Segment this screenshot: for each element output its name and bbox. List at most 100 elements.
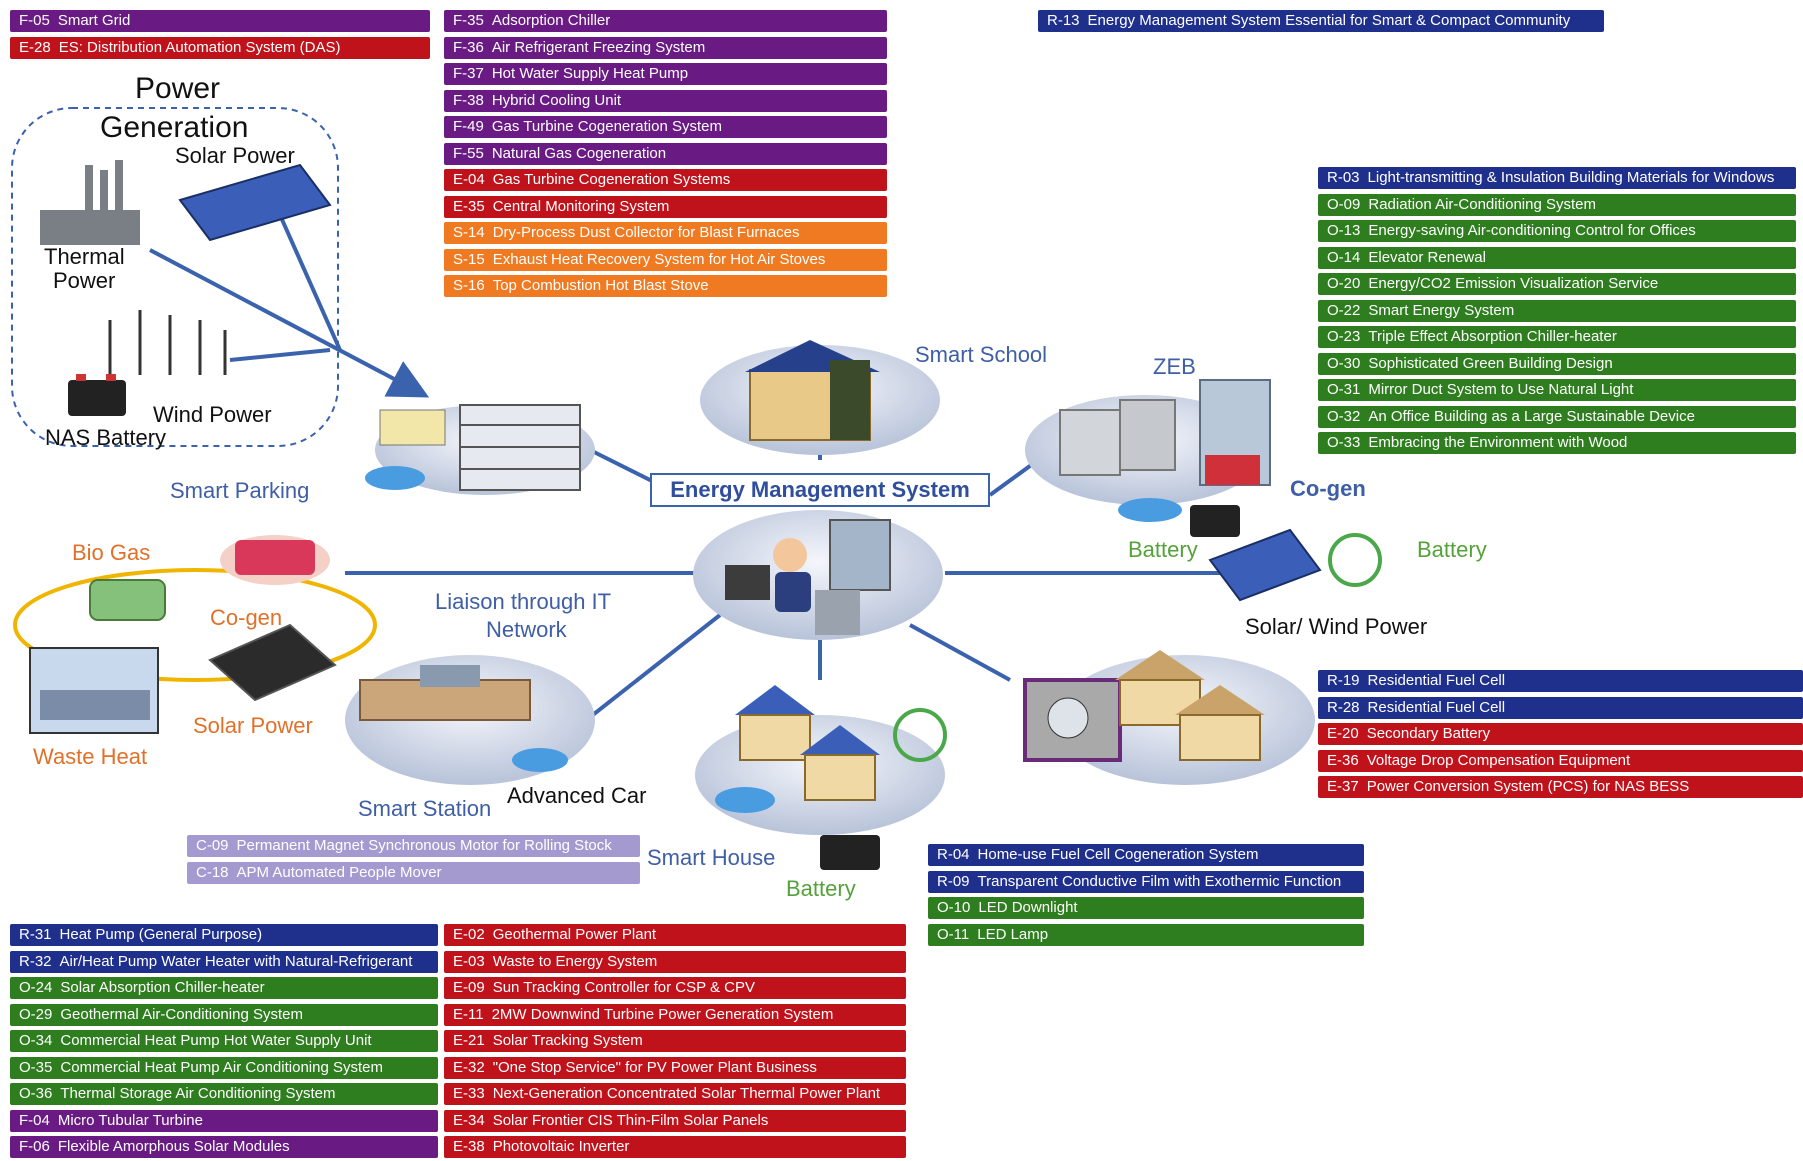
tag-code: O-14 <box>1327 248 1361 266</box>
tag-text: Triple Effect Absorption Chiller-heater <box>1368 328 1617 345</box>
tag-text: ES: Distribution Automation System (DAS) <box>58 38 341 56</box>
nas-battery-label: NAS Battery <box>45 425 167 450</box>
tag-text: Power Conversion System (PCS) for NAS BE… <box>1366 778 1690 795</box>
tag-text: APM Automated People Mover <box>236 864 442 881</box>
arrow-wind <box>229 348 331 362</box>
connector-station <box>578 613 722 727</box>
wind-turbine-icon <box>108 310 227 375</box>
tag-r-04: R-04 Home-use Fuel Cell Cogeneration Syst… <box>928 844 1364 866</box>
residential-icon <box>1023 650 1265 762</box>
parking-garage-icon <box>365 404 581 491</box>
tag-code: O-11 <box>937 925 970 943</box>
tag-code: R-31 <box>19 926 52 943</box>
ems-label-box: Energy Management System <box>650 473 990 507</box>
tag-code: E-36 <box>1327 751 1359 769</box>
tag-code: F-06 <box>19 1138 50 1155</box>
tag-text: Solar Frontier CIS Thin-Film Solar Panel… <box>492 1111 769 1129</box>
tag-code: S-16 <box>453 277 485 294</box>
tag-text: Smart Grid <box>57 12 131 29</box>
tag-code: O-32 <box>1327 407 1361 425</box>
ems-label: Energy Management System <box>670 477 970 502</box>
solar-panel-icon <box>178 163 332 242</box>
advanced-car-label: Advanced Car <box>507 783 647 808</box>
tag-code: O-13 <box>1327 222 1361 239</box>
waste-heat-icon <box>29 647 159 734</box>
tag-text: "One Stop Service" for PV Power Plant Bu… <box>492 1058 817 1076</box>
tag-text: LED Downlight <box>978 899 1078 916</box>
tag-text: Waste to Energy System <box>492 952 658 970</box>
tag-o-23: O-23 Triple Effect Absorption Chiller-hea… <box>1318 326 1796 348</box>
tag-code: R-32 <box>19 952 52 970</box>
waste-heat-loop <box>13 568 377 682</box>
tag-code: E-11 <box>453 1005 484 1023</box>
biogas-icon <box>89 535 330 621</box>
power-generation-title-2: Generation <box>100 111 249 144</box>
tag-code: R-19 <box>1327 672 1360 689</box>
tag-text: Mirror Duct System to Use Natural Light <box>1368 381 1634 398</box>
tag-text: Residential Fuel Cell <box>1367 672 1506 689</box>
tag-code: R-13 <box>1047 12 1080 29</box>
tag-r-19: R-19 Residential Fuel Cell <box>1318 670 1803 692</box>
tag-text: Light-transmitting & Insulation Building… <box>1367 169 1775 186</box>
tag-code: O-35 <box>19 1058 53 1076</box>
wind-power-label: Wind Power <box>153 402 272 427</box>
zeb-building-icon <box>1059 379 1271 537</box>
tag-text: Radiation Air-Conditioning System <box>1368 195 1596 213</box>
tag-code: O-20 <box>1327 275 1361 292</box>
tag-text: Solar Tracking System <box>492 1032 643 1049</box>
tag-s-14: S-14 Dry-Process Dust Collector for Blast… <box>444 222 887 244</box>
tag-code: S-15 <box>453 250 485 268</box>
smart-house-label: Smart House <box>647 845 776 870</box>
tag-code: O-24 <box>19 979 53 996</box>
tag-text: Home-use Fuel Cell Cogeneration System <box>977 846 1259 863</box>
tag-code: O-33 <box>1327 434 1361 451</box>
tag-text: Energy-saving Air-conditioning Control f… <box>1368 222 1696 239</box>
tag-code: F-37 <box>453 65 484 82</box>
tag-code: F-38 <box>453 91 484 109</box>
tag-code: E-04 <box>453 171 485 188</box>
tag-code: R-04 <box>937 846 970 863</box>
tag-text: Hot Water Supply Heat Pump <box>491 65 689 82</box>
cogen-right-label: Co-gen <box>1290 476 1366 501</box>
tag-text: Top Combustion Hot Blast Stove <box>492 277 709 294</box>
connector-parking <box>589 448 661 487</box>
tag-text: Solar Absorption Chiller-heater <box>60 979 265 996</box>
tag-text: Dry-Process Dust Collector for Blast Fur… <box>492 224 800 241</box>
tag-text: Embracing the Environment with Wood <box>1368 434 1628 451</box>
tag-code: E-09 <box>453 979 485 996</box>
tag-s-16: S-16 Top Combustion Hot Blast Stove <box>444 275 887 297</box>
battery-zeb-label: Battery <box>1128 537 1198 562</box>
tag-text: Air/Heat Pump Water Heater with Natural-… <box>59 952 413 970</box>
tag-o-10: O-10 LED Downlight <box>928 897 1364 919</box>
tag-code: O-10 <box>937 899 971 916</box>
tag-code: C-09 <box>196 837 229 854</box>
tag-code: E-38 <box>453 1138 485 1155</box>
station-icon <box>359 665 568 772</box>
tag-code: S-14 <box>453 224 485 241</box>
power-generation-title-1: Power <box>135 72 221 105</box>
tag-text: Secondary Battery <box>1366 725 1491 742</box>
tag-r-32: R-32 Air/Heat Pump Water Heater with Natu… <box>10 950 438 973</box>
tag-f-37: F-37 Hot Water Supply Heat Pump <box>444 63 887 85</box>
tag-text: Residential Fuel Cell <box>1367 698 1506 716</box>
arrow-solar <box>278 214 342 351</box>
tag-code: O-23 <box>1327 328 1361 345</box>
tag-text: Flexible Amorphous Solar Modules <box>57 1138 290 1155</box>
tag-o-13: O-13 Energy-saving Air-conditioning Contr… <box>1318 220 1796 242</box>
thermal-power-icon <box>40 160 140 245</box>
